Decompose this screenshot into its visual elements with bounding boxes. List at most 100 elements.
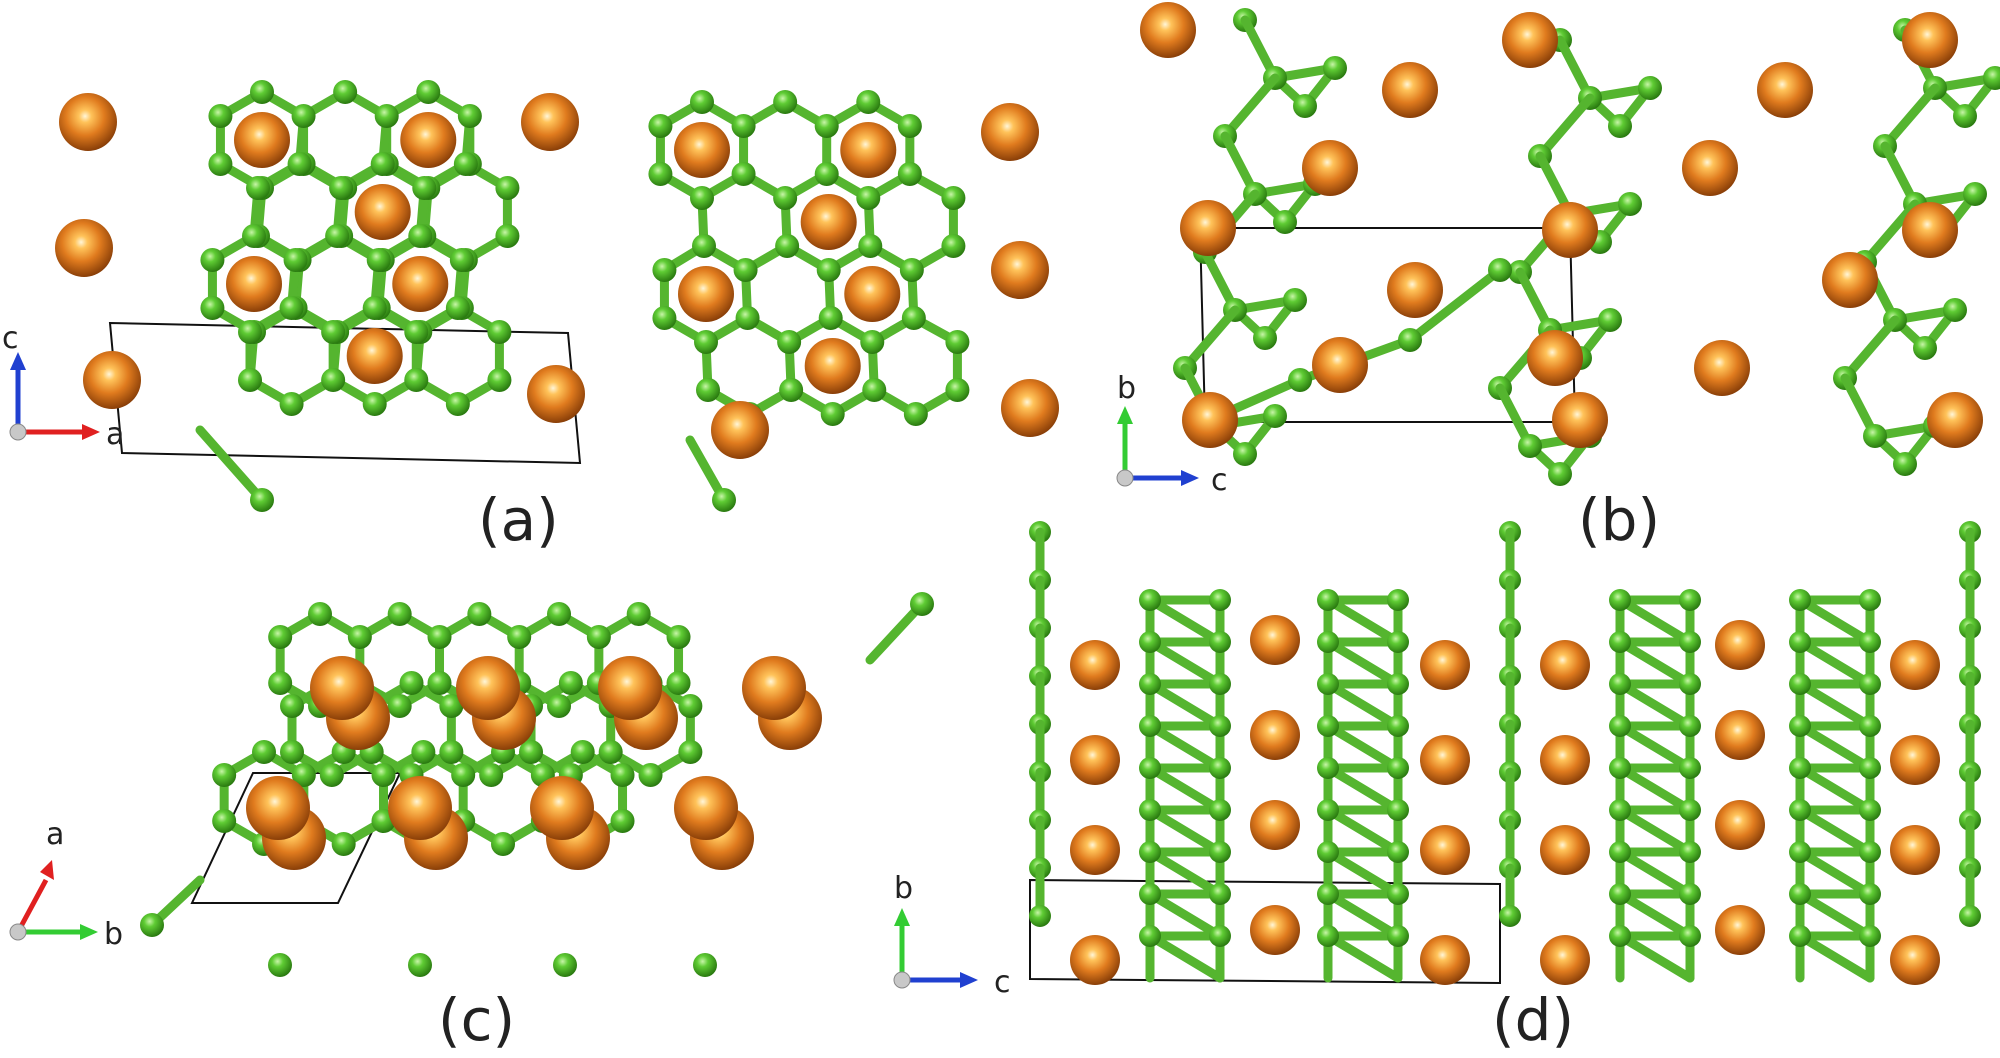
green-atom <box>1598 308 1622 332</box>
orange-atom <box>1387 262 1443 318</box>
green-atom <box>1387 799 1409 821</box>
unit-cell-outline <box>108 321 582 465</box>
panel-b-structure <box>1140 2 2000 486</box>
orange-atom <box>1694 340 1750 396</box>
green-atom <box>903 402 928 426</box>
orange-atom <box>1822 252 1878 308</box>
green-atom <box>945 330 970 354</box>
green-atom <box>820 402 845 426</box>
bond <box>1145 805 1225 857</box>
green-atom <box>411 740 436 764</box>
axis-triad: b c <box>1116 371 1228 498</box>
green-atom <box>648 162 673 186</box>
green-atom <box>308 602 332 626</box>
green-atom <box>897 162 922 186</box>
green-atom <box>1317 715 1339 737</box>
orange-atom <box>1001 379 1059 437</box>
green-atom <box>1609 799 1631 821</box>
orange-atom <box>400 112 457 168</box>
bond <box>1615 847 1695 899</box>
bond <box>1405 265 1505 345</box>
orange-atom <box>456 656 520 720</box>
orange-atom <box>1502 12 1558 68</box>
green-atom <box>678 740 703 764</box>
bond <box>1880 83 1940 151</box>
axis-label-2: c <box>994 965 1011 1000</box>
bond <box>1615 931 1695 983</box>
bond <box>1615 637 1695 689</box>
panel-label: (b) <box>1578 486 1660 554</box>
green-atom <box>696 378 720 402</box>
green-atom <box>287 152 312 176</box>
green-atom <box>439 694 464 718</box>
bond <box>1840 315 1900 383</box>
orange-atom <box>1715 905 1765 955</box>
bond <box>1795 679 1875 731</box>
green-atom <box>387 602 412 626</box>
green-atom <box>1387 631 1409 653</box>
green-atom <box>1317 673 1339 695</box>
green-atom <box>1789 841 1811 863</box>
green-atom <box>1679 841 1701 863</box>
green-atom <box>370 152 395 176</box>
green-atom <box>731 162 756 186</box>
green-atom <box>1609 757 1631 779</box>
orange-atom <box>742 656 806 720</box>
panel-label: (a) <box>478 486 559 554</box>
green-atom <box>268 953 292 977</box>
green-atom <box>1789 925 1811 947</box>
green-atom <box>325 224 350 248</box>
green-atom <box>1398 328 1422 352</box>
orange-atom <box>392 256 449 312</box>
green-atom <box>692 234 716 258</box>
orange-atom <box>1070 640 1120 690</box>
green-atom <box>1609 925 1631 947</box>
bond <box>1323 721 1403 773</box>
green-atom <box>693 953 717 977</box>
green-atom <box>279 296 304 320</box>
orange-atom <box>1070 935 1120 985</box>
green-atom <box>242 224 266 248</box>
axis-label-1: c <box>2 321 19 356</box>
bond <box>1145 679 1225 731</box>
orange-atom <box>1540 825 1590 875</box>
bond <box>1323 595 1403 647</box>
orange-atom <box>1182 392 1238 448</box>
green-atom <box>250 80 274 104</box>
green-atom <box>1863 424 1887 448</box>
orange-atom <box>1527 330 1583 386</box>
green-atom <box>329 176 354 200</box>
orange-atom <box>1420 825 1470 875</box>
bond <box>1795 847 1875 899</box>
orange-atom <box>83 351 141 409</box>
bond <box>1615 763 1695 815</box>
green-atom <box>408 953 432 977</box>
green-atom <box>945 378 970 402</box>
green-atom <box>570 740 595 764</box>
green-atom <box>280 740 304 764</box>
bond <box>1145 595 1225 647</box>
axis-label-1: b <box>894 871 913 906</box>
green-atom <box>690 90 714 114</box>
green-atom <box>1893 452 1917 476</box>
green-atom <box>1317 631 1339 653</box>
green-atom <box>694 330 718 354</box>
green-atom <box>1789 715 1811 737</box>
green-atom <box>814 162 839 186</box>
green-atom <box>362 296 387 320</box>
orange-atom <box>678 266 734 322</box>
green-atom <box>1317 589 1339 611</box>
bond <box>1860 199 1920 267</box>
bond <box>1323 889 1403 941</box>
green-atom <box>1317 883 1339 905</box>
green-atom <box>449 248 474 272</box>
green-atom <box>1283 288 1307 312</box>
green-atom <box>519 740 544 764</box>
green-atom <box>1139 673 1161 695</box>
green-atom <box>212 809 237 833</box>
green-atom <box>610 809 635 833</box>
axis-label-2: b <box>104 917 123 952</box>
green-atom <box>333 80 358 104</box>
green-atom <box>1679 673 1701 695</box>
panel-d: b c (d) <box>893 521 1981 1054</box>
